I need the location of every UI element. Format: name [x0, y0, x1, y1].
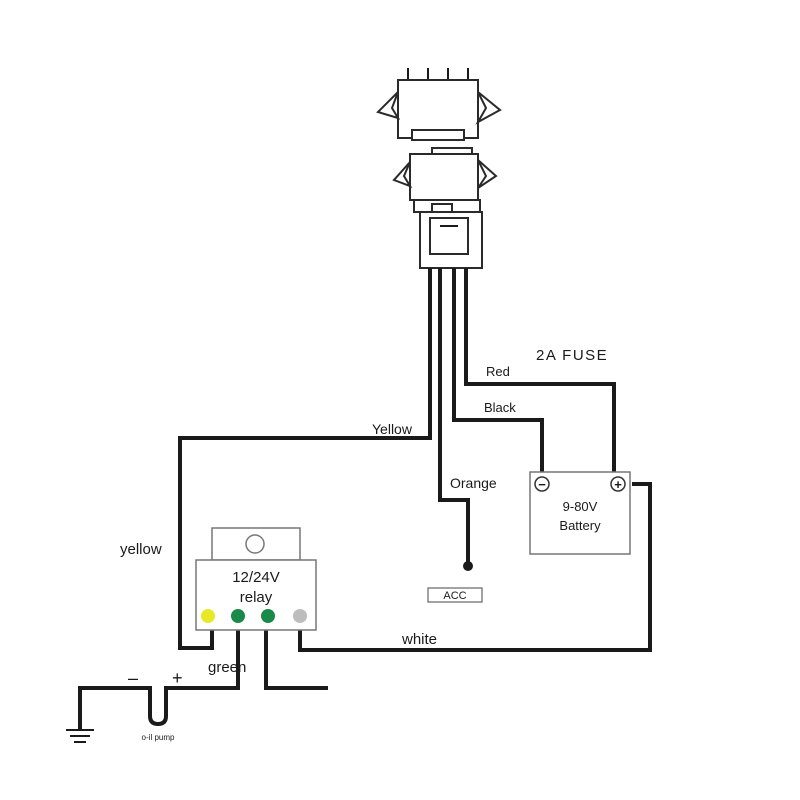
- acc-terminal-dot: [463, 561, 473, 571]
- minus-label: –: [128, 668, 138, 688]
- acc-box: [427, 587, 483, 603]
- wire-red: [464, 268, 616, 472]
- wire-yellow: [178, 268, 432, 650]
- white-label: white: [401, 631, 437, 648]
- plus-label: +: [172, 668, 183, 688]
- green-label: green: [208, 659, 246, 676]
- relay-pin-green-1: [231, 609, 245, 623]
- relay-pin-yellow: [201, 609, 215, 623]
- yellow-left-label: yellow: [120, 541, 162, 558]
- oil-pump-label: o-il pump: [142, 733, 175, 742]
- battery-positive-icon: [610, 476, 626, 492]
- ground-icon: [66, 729, 94, 743]
- wire-orange: [438, 268, 470, 565]
- connector-upper-housing: [397, 79, 479, 139]
- relay-name-label: relay: [240, 589, 273, 606]
- wire-black: [452, 268, 544, 472]
- connector-latch-right: [475, 91, 502, 125]
- relay-pin-grey: [293, 609, 307, 623]
- acc-label: ACC: [443, 590, 466, 602]
- wire-green-right: [264, 615, 328, 690]
- battery-name-label: Battery: [559, 518, 601, 533]
- connector-lower-housing: [409, 153, 479, 201]
- black-label: Black: [484, 400, 516, 415]
- connector-latch-left: [376, 91, 401, 120]
- relay-voltage-label: 12/24V: [232, 569, 280, 586]
- connector-pins: [407, 68, 469, 80]
- battery: − + 9-80V Battery: [529, 471, 631, 555]
- red-label: Red: [486, 364, 510, 379]
- yellow-upper-label: Yellow: [372, 421, 413, 437]
- wire-green-left: [78, 615, 240, 730]
- wire-white: [298, 482, 652, 652]
- connector-plug: [376, 68, 502, 269]
- battery-voltage-label: 9-80V: [563, 499, 598, 514]
- svg-text:+: +: [614, 477, 622, 492]
- relay-cap-hole: [245, 534, 265, 554]
- relay-pin-green-2: [261, 609, 275, 623]
- orange-label: Orange: [450, 475, 497, 491]
- battery-negative-icon: [534, 476, 550, 492]
- relay: 12/24V relay: [195, 527, 317, 631]
- fuse-label: 2A FUSE: [536, 347, 608, 364]
- svg-text:−: −: [538, 477, 546, 492]
